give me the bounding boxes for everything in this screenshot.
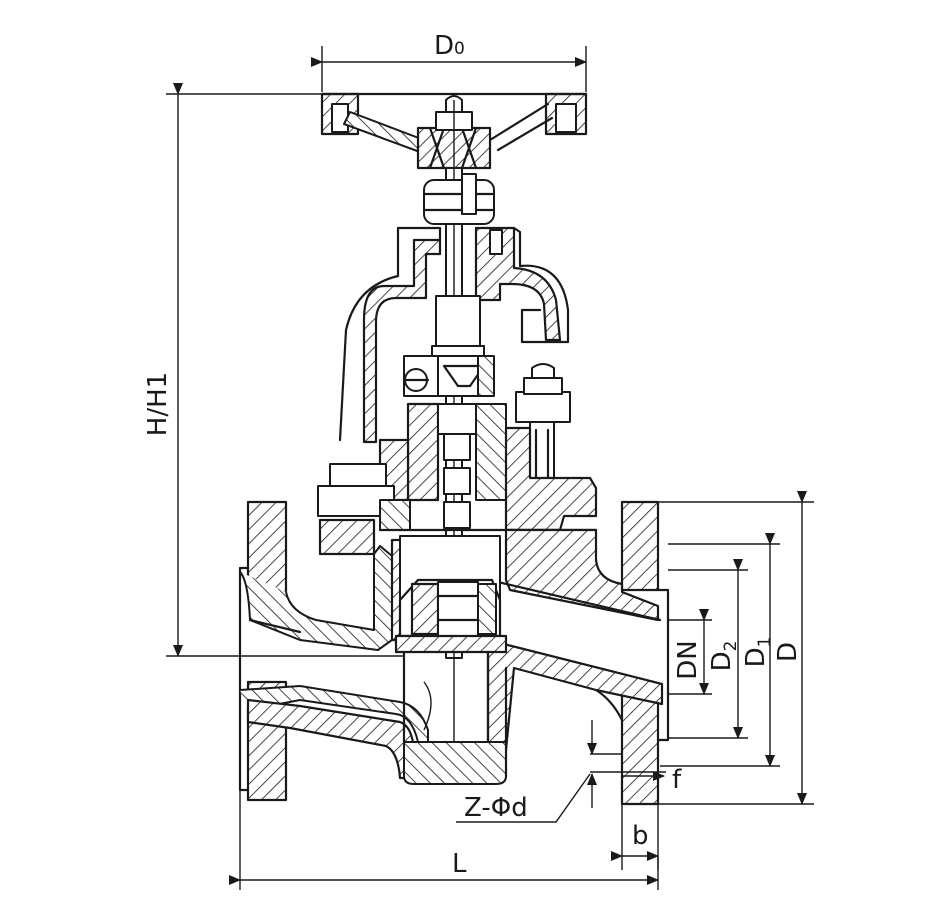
dim-label-l: L bbox=[452, 849, 467, 879]
dim-label-d1: D1 bbox=[741, 637, 775, 668]
dim-label-bolt-holes: Z-Φd bbox=[464, 793, 528, 823]
dim-label-d0: D0 bbox=[434, 31, 465, 61]
dim-label-d2: D2 bbox=[707, 641, 741, 672]
dim-label-f: f bbox=[672, 765, 682, 795]
dim-label-height: H/H1 bbox=[143, 372, 173, 436]
valve-body bbox=[238, 500, 670, 806]
dimension-lines bbox=[166, 46, 814, 890]
dim-label-dn: DN bbox=[673, 640, 703, 679]
bonnet bbox=[338, 226, 570, 444]
dim-label-d: D bbox=[773, 642, 803, 662]
dim-label-b: b bbox=[632, 821, 649, 851]
handwheel bbox=[320, 92, 588, 170]
